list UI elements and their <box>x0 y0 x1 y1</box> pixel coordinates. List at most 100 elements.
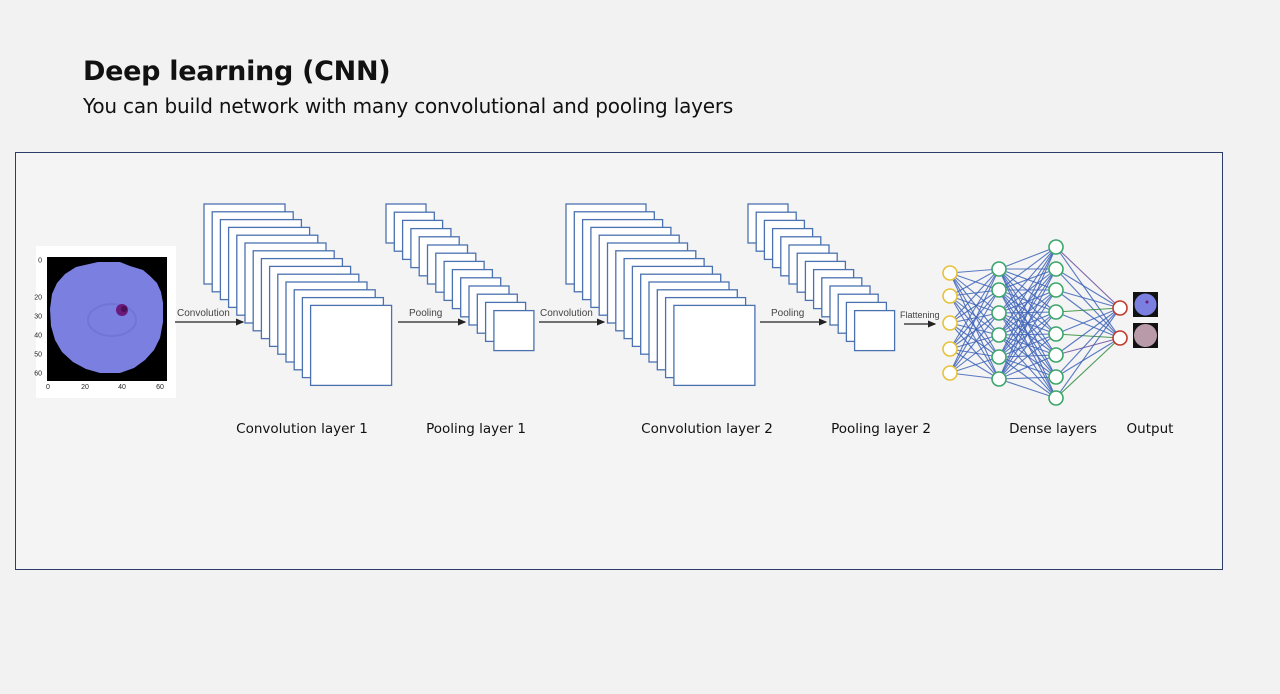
convolution-layer-1-stack <box>203 203 393 387</box>
dense-edge <box>1055 268 1121 339</box>
y-tick-label: 30 <box>34 314 42 321</box>
arrow-label-flattening: Flattening <box>900 310 940 320</box>
dense-edge <box>1055 289 1121 339</box>
hidden-node <box>991 327 1007 343</box>
dense-edge <box>949 268 1000 374</box>
dense-edge <box>1055 307 1121 356</box>
dense-edge <box>998 268 1057 380</box>
pooling-layer-2-stack <box>747 203 896 352</box>
cell-texture <box>87 303 137 337</box>
dense-edge <box>949 289 1000 324</box>
hidden-node <box>1048 369 1064 385</box>
red-blood-cell <box>50 262 163 373</box>
dense-edge <box>949 334 1000 374</box>
dense-edge <box>998 289 1057 356</box>
arrow-convolution-2: Convolution <box>539 308 606 326</box>
x-tick-label: 40 <box>118 384 126 391</box>
input-node <box>942 288 958 304</box>
dense-edge <box>949 348 1000 358</box>
caption-dense-layers: Dense layers <box>1009 421 1097 437</box>
feature-map <box>493 309 535 352</box>
dense-edge <box>949 295 1000 314</box>
dense-edge <box>949 268 1000 274</box>
y-tick-label: 50 <box>34 352 42 359</box>
x-tick-label: 20 <box>81 384 89 391</box>
arrow-convolution-1: Convolution <box>175 308 245 326</box>
dense-edge <box>1055 289 1121 309</box>
dense-edge <box>949 268 1000 324</box>
dense-edge <box>949 295 1000 358</box>
hidden-node <box>1048 261 1064 277</box>
arrow-label-convolution-1: Convolution <box>177 308 230 319</box>
output-image-1-cell <box>1134 293 1157 316</box>
output-images <box>1133 292 1158 348</box>
caption-pooling-layer-1: Pooling layer 1 <box>426 421 526 437</box>
dense-edge <box>1055 337 1121 378</box>
dense-edge <box>1055 333 1121 339</box>
dense-edge <box>998 246 1057 314</box>
dense-edge <box>998 289 1057 380</box>
dense-edge <box>998 246 1057 336</box>
output-node <box>1112 330 1128 346</box>
dense-edge <box>949 348 1000 380</box>
input-node <box>942 315 958 331</box>
y-tick-label: 40 <box>34 333 42 340</box>
dense-edge <box>1055 311 1121 339</box>
hidden-node <box>1048 390 1064 406</box>
input-node <box>942 365 958 381</box>
dense-edge <box>949 289 1000 350</box>
caption-output: Output <box>1127 421 1174 437</box>
dense-edge <box>949 289 1000 374</box>
output-image-1-parasite <box>1145 300 1149 304</box>
dense-edge <box>998 333 1057 380</box>
dense-edge <box>949 312 1000 324</box>
parasite-core <box>121 306 127 312</box>
hidden-node <box>991 282 1007 298</box>
dense-edge <box>998 246 1057 291</box>
dense-edge <box>949 372 1000 380</box>
y-tick-label: 20 <box>34 295 42 302</box>
arrow-flattening: Flattening <box>900 310 940 328</box>
dense-edge <box>949 334 1000 350</box>
dense-edge <box>949 322 1000 358</box>
dense-edge <box>1055 307 1121 399</box>
caption-convolution-layer-2: Convolution layer 2 <box>641 421 773 437</box>
output-image-2-cell <box>1134 324 1157 347</box>
hidden-node <box>991 349 1007 365</box>
hidden-node <box>1048 239 1064 255</box>
dense-edge <box>949 268 1000 350</box>
hidden-node <box>1048 282 1064 298</box>
convolution-layer-2-stack <box>565 203 756 387</box>
feature-map <box>673 304 756 387</box>
hidden-node <box>1048 326 1064 342</box>
dense-edge <box>949 322 1000 336</box>
dense-edge <box>998 378 1057 399</box>
dense-layers-nodes <box>942 239 1128 406</box>
hidden-node <box>991 371 1007 387</box>
hidden-node <box>991 261 1007 277</box>
dense-edge <box>1055 337 1121 356</box>
dense-edge <box>949 268 1000 297</box>
dense-edge <box>998 311 1057 380</box>
dense-edge <box>998 246 1057 380</box>
pooling-layer-1-stack <box>385 203 535 352</box>
dense-edge <box>1055 268 1121 309</box>
dense-edge <box>998 289 1057 399</box>
arrow-label-pooling-1: Pooling <box>409 308 442 319</box>
input-node <box>942 341 958 357</box>
slide-title: Deep learning (CNN) <box>83 56 391 87</box>
slide-subtitle: You can build network with many convolut… <box>83 94 734 118</box>
dense-edge <box>949 356 1000 374</box>
arrow-pooling-2: Pooling <box>760 308 828 326</box>
x-tick-label: 60 <box>156 384 164 391</box>
dense-edge <box>949 322 1000 380</box>
input-node <box>942 265 958 281</box>
hidden-node <box>1048 304 1064 320</box>
arrow-pooling-1: Pooling <box>398 308 467 326</box>
y-tick-label: 60 <box>34 371 42 378</box>
dense-edge <box>1055 307 1121 378</box>
dense-edge <box>949 289 1000 297</box>
